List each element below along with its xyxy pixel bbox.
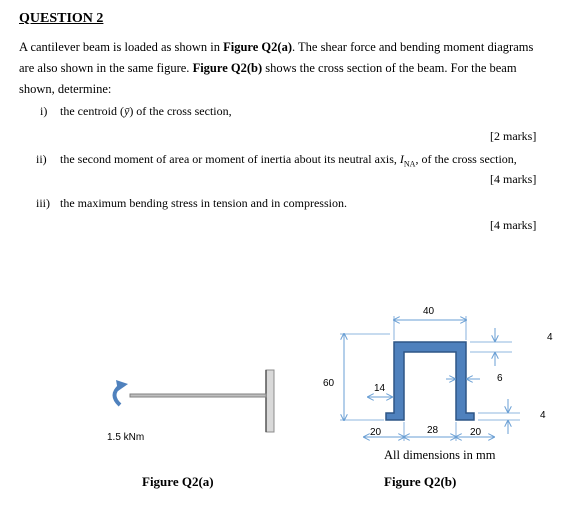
figure-a-diagram: [112, 369, 275, 433]
figure-a-caption: Figure Q2(a): [142, 474, 214, 489]
dim-label-top-width: 40: [423, 306, 435, 317]
item-2-marks: [4 marks]: [490, 172, 537, 186]
intro-line-2: are also shown in the same figure. Figur…: [19, 61, 517, 75]
intro-line-3: shown, determine:: [19, 82, 112, 96]
dim-label-top-thickness: 4: [547, 332, 553, 343]
fixed-support-wall: [265, 369, 275, 433]
intro-line-1: A cantilever beam is loaded as shown in …: [19, 40, 534, 54]
dimensions-note: All dimensions in mm: [384, 448, 496, 462]
item-2-text: the second moment of area or moment of i…: [60, 152, 517, 169]
dim-label-flange-left: 20: [370, 427, 382, 438]
dim-label-web-thickness: 6: [497, 373, 503, 384]
hat-cross-section: [385, 341, 475, 421]
item-3-marks: [4 marks]: [490, 218, 537, 232]
dim-label-total-height: 60: [323, 378, 335, 389]
item-1-text: the centroid (ȳ) of the cross section,: [60, 104, 232, 118]
item-2-number: ii): [36, 152, 47, 166]
item-3-number: iii): [36, 196, 50, 210]
figure-b-diagram: [340, 316, 520, 441]
item-1-number: i): [40, 104, 48, 118]
dim-label-flange-right: 20: [470, 427, 482, 438]
moment-load-label: 1.5 kNm: [107, 432, 145, 443]
dim-label-bottom-thickness: 4: [540, 410, 546, 421]
question-title: QUESTION 2: [19, 11, 104, 26]
item-3-text: the maximum bending stress in tension an…: [60, 196, 347, 210]
cantilever-beam: [129, 393, 267, 398]
dim-label-gap: 28: [427, 425, 439, 436]
figure-b-caption: Figure Q2(b): [384, 474, 457, 489]
moment-arrowhead: [116, 380, 128, 391]
dim-label-inner-width: 14: [374, 383, 386, 394]
item-1-marks: [2 marks]: [490, 129, 537, 143]
